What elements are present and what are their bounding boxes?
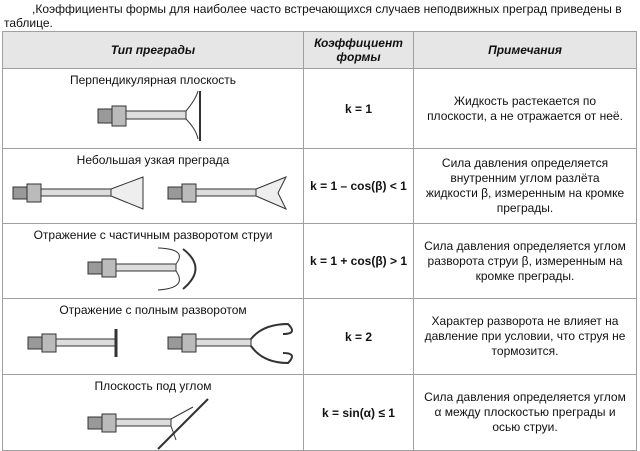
row-note: Характер разворота не влияет на давление… — [413, 298, 637, 375]
table-row: Отражение с полным разворотом k = 2 Хара… — [2, 298, 637, 375]
row-type: Отражение с частичным разворотом струи — [33, 228, 273, 242]
perpendicular-plane-diagram — [97, 90, 201, 141]
partial-reversal-diagram — [87, 247, 197, 291]
row-type: Плоскость под углом — [94, 379, 212, 393]
intro-text: ,Коэффициенты формы для наиболее часто в… — [4, 2, 622, 30]
row-type: Отражение с полным разворотом — [59, 303, 247, 317]
table-header: Тип преграды Коэффициент формы Примечани… — [2, 31, 637, 69]
row-type: Небольшая узкая преграда — [76, 153, 230, 167]
table-row: Перпендикулярная плоскость k = 1 Жидкост… — [2, 68, 637, 149]
row-note: Сила давления определяется внутренним уг… — [413, 148, 637, 224]
full-reversal-diagram — [27, 322, 293, 365]
row-note: Сила давления определяется углом разворо… — [413, 223, 637, 299]
table-row: Небольшая узкая преграда k = 1 – cos(β) … — [2, 148, 637, 224]
row-note: Сила давления определяется углом α между… — [413, 374, 637, 451]
header-k: Коэффициент формы — [303, 31, 414, 69]
table-row: Плоскость под углом k = sin(α) ≤ 1 Сила … — [2, 374, 637, 451]
obstacle-table: Тип преграды Коэффициент формы Примечани… — [2, 31, 637, 451]
header-note: Примечания — [413, 31, 637, 69]
row-note: Жидкость растекается по плоскости, а не … — [413, 68, 637, 149]
row-k: k = 1 + cos(β) > 1 — [303, 223, 414, 299]
row-k: k = 2 — [303, 298, 414, 375]
row-k: k = 1 – cos(β) < 1 — [303, 148, 414, 224]
table-row: Отражение с частичным разворотом струи k… — [2, 223, 637, 299]
narrow-obstacle-diagram — [12, 176, 288, 211]
row-k: k = 1 — [303, 68, 414, 149]
header-type: Тип преграды — [2, 31, 304, 69]
row-k: k = sin(α) ≤ 1 — [303, 374, 414, 451]
row-type: Перпендикулярная плоскость — [69, 73, 237, 87]
angled-plane-diagram — [87, 398, 209, 450]
